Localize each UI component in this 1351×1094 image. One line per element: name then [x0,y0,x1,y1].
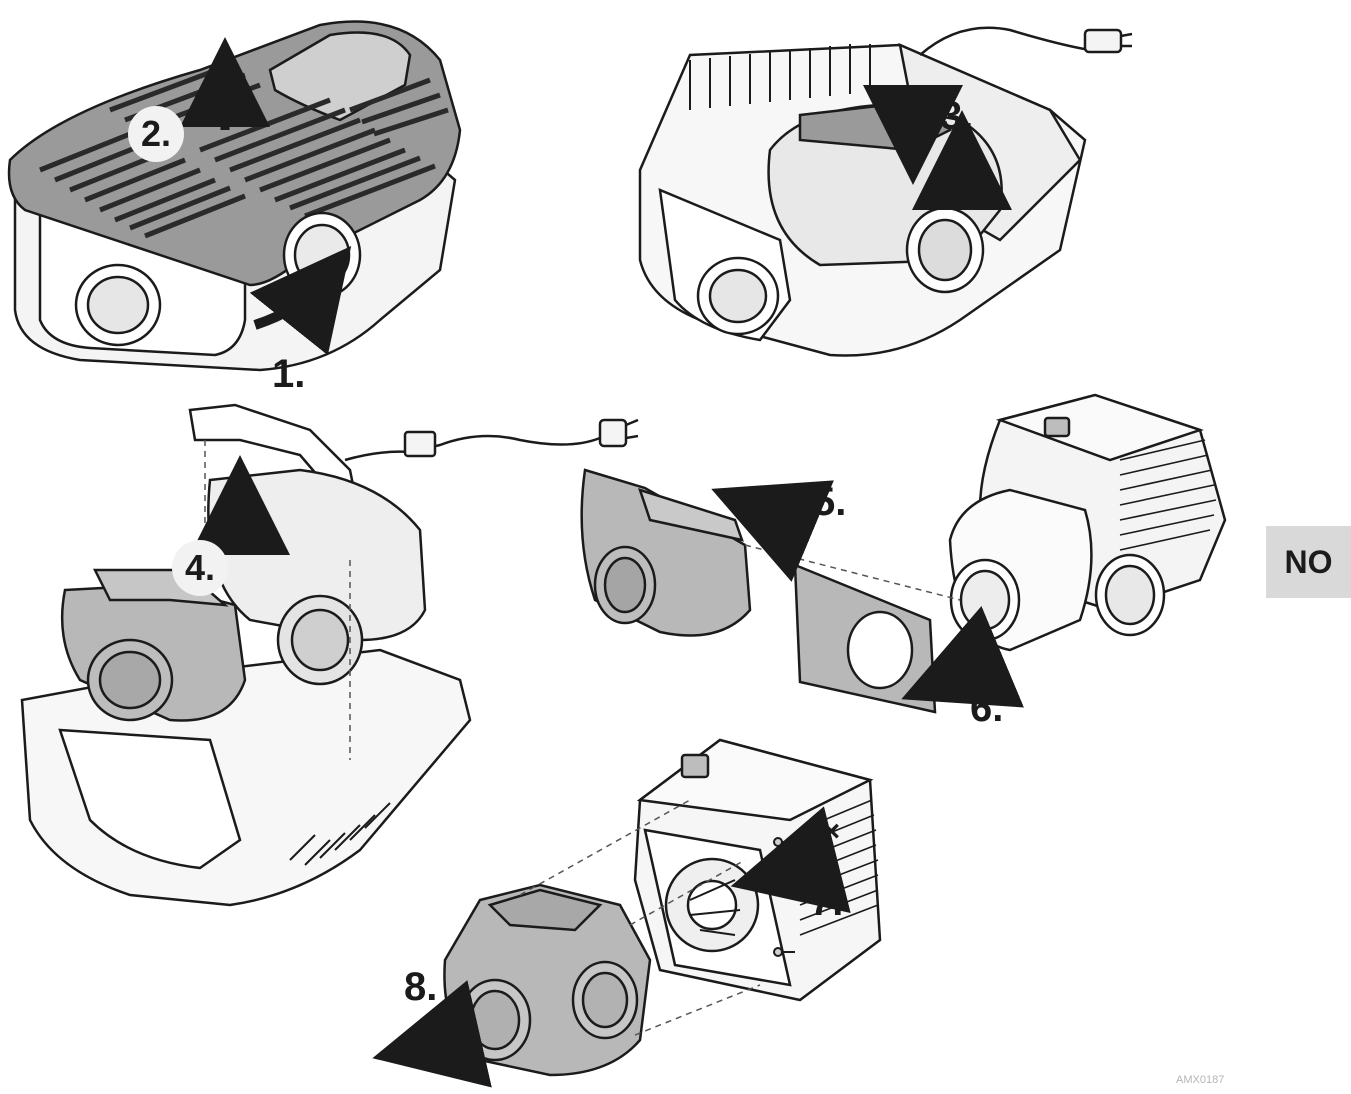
step-label-8: 8. [404,965,438,1009]
screw-count-label: 4× [806,815,841,848]
step-label-2: 2. [128,106,184,162]
step-label-3: 3. [940,94,974,138]
step-label-1: 1. [272,352,306,396]
arrows-fig78 [372,806,851,1088]
arrows-fig56 [711,480,1024,708]
language-tab: NO [1266,526,1351,598]
cable-plug-fig3 [919,26,1133,56]
dashed-guides-fig78 [519,799,761,1036]
arrows-fig3 [863,85,1012,210]
cable-plug-fig4 [344,418,639,462]
motor-unit [948,393,1227,652]
document-code: AMX0187 [1176,1074,1225,1086]
pump-housing-closed [7,20,462,372]
step-label-4: 4. [172,540,228,596]
arrows-fig1 [180,37,352,356]
step-label-5: 5. [813,480,847,524]
step-label-7: 7. [810,880,844,924]
front-shield-right [793,563,937,714]
front-shield-left [580,468,752,637]
step-label-6: 6. [970,686,1004,730]
pump-housing-part [443,883,652,1077]
motor-block [633,738,882,1002]
pump-housing-open [638,42,1087,357]
screws [773,837,795,957]
pump-unit-lifting [20,403,472,907]
